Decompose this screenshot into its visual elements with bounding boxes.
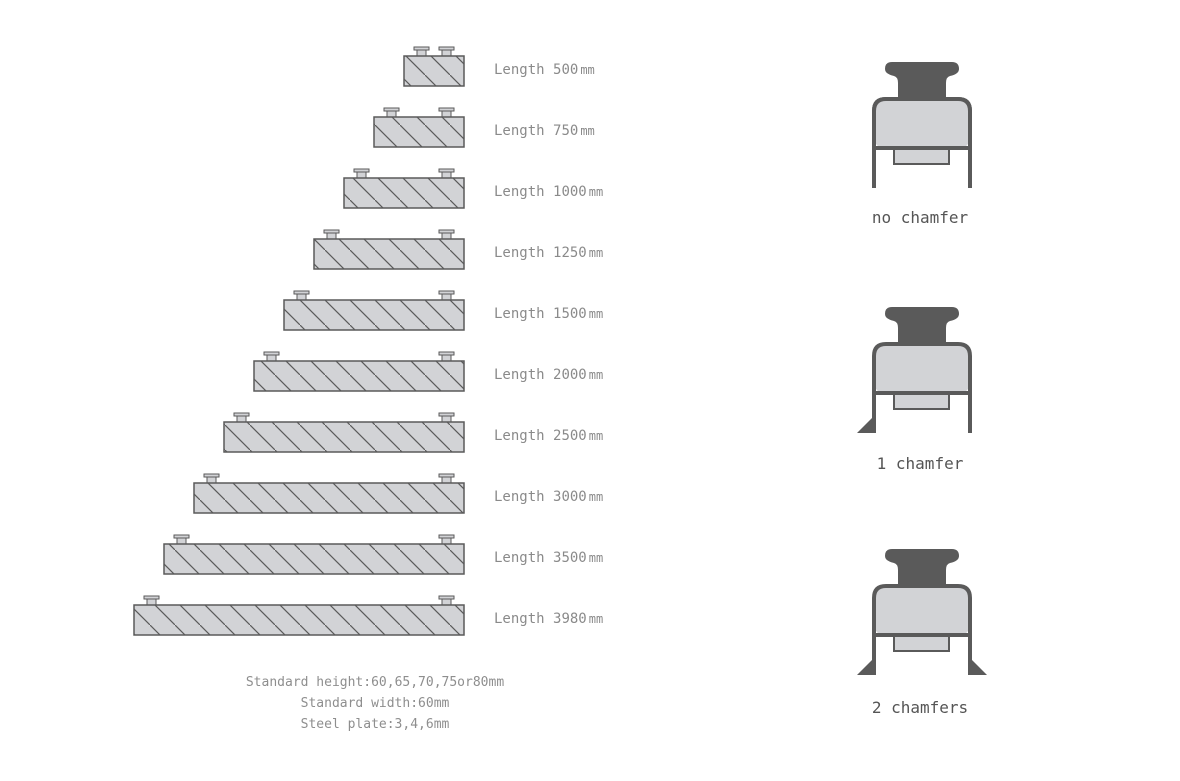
rail-bar-750 — [373, 107, 465, 148]
rail-bar-2000 — [253, 351, 465, 392]
rail-bar-1000 — [343, 168, 465, 209]
steel-plate-note: Steel plate:3,4,6mm — [300, 717, 450, 732]
rail-bar-3980 — [133, 595, 465, 636]
profile-no-chamfer-icon — [872, 62, 972, 188]
standard-width-note: Standard width:60mm — [300, 696, 450, 711]
rail-bar-500 — [403, 46, 465, 87]
profile-2-chamfers-icon — [857, 549, 987, 675]
profile-label-1-chamfer: 1 chamfer — [876, 454, 964, 473]
profile-1-chamfer-icon — [857, 307, 972, 433]
rail-bar-2500 — [223, 412, 465, 453]
specification-notes: Standard height:60,65,70,75or80mm Standa… — [175, 672, 575, 735]
rail-bar-3000 — [193, 473, 465, 514]
rail-bar-1500 — [283, 290, 465, 331]
rail-bar-3500 — [163, 534, 465, 575]
rail-bar-1250 — [313, 229, 465, 270]
standard-height-note: Standard height:60,65,70,75or80mm — [245, 675, 505, 690]
profile-label-no-chamfer: no chamfer — [871, 208, 969, 227]
profile-label-2-chamfers: 2 chamfers — [871, 698, 969, 717]
